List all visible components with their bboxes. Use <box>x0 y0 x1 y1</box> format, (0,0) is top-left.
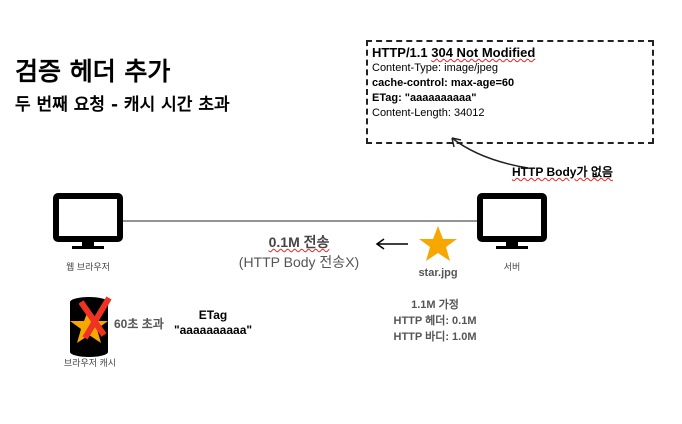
header-line: cache-control: max-age=60 <box>372 77 515 89</box>
header-line: Content-Length: 34012 <box>372 107 485 119</box>
cache-expired-text: 60초 초과 <box>114 317 164 331</box>
no-body-note: HTTP Body가 없음 <box>512 165 613 179</box>
page-subtitle: 두 번째 요청 - 캐시 시간 초과 <box>15 95 230 115</box>
size-info: 1.1M 가정 HTTP 헤더: 0.1M HTTP 바디: 1.0M <box>380 297 490 345</box>
transfer-detail: (HTTP Body 전송X) <box>238 254 360 270</box>
status-prefix: HTTP/1.1 <box>372 45 432 60</box>
http-response-box: HTTP/1.1 304 Not Modified Content-Type: … <box>366 40 654 144</box>
transfer-info: 0.1M 전송 (HTTP Body 전송X) <box>214 232 384 272</box>
client-label: 웹 브라우저 <box>66 262 110 272</box>
page-title: 검증 헤더 추가 <box>15 57 171 86</box>
server-monitor-icon <box>477 193 547 249</box>
etag-value: "aaaaaaaaaa" <box>173 323 253 337</box>
size-line: HTTP 헤더: 0.1M <box>393 315 477 327</box>
transfer-size: 0.1M 전송 <box>268 234 330 250</box>
size-line: HTTP 바디: 1.0M <box>393 331 477 343</box>
note-arrow <box>451 137 529 169</box>
client-monitor-icon <box>53 193 123 249</box>
expired-x-icon <box>78 296 112 340</box>
file-name: star.jpg <box>418 267 458 279</box>
etag-label: ETag <box>198 308 228 322</box>
arrowhead-icon <box>451 137 462 148</box>
size-line: 1.1M 가정 <box>411 299 459 311</box>
star-icon <box>419 226 457 261</box>
status-code: 304 Not Modified <box>431 45 536 60</box>
cache-database-icon <box>70 296 112 357</box>
cached-etag: ETag "aaaaaaaaaa" <box>165 308 261 338</box>
header-line: ETag: "aaaaaaaaaa" <box>372 92 477 104</box>
header-line: Content-Type: image/jpeg <box>372 62 498 74</box>
cache-label: 브라우저 캐시 <box>63 358 117 368</box>
server-label: 서버 <box>503 262 521 272</box>
left-arrow-icon <box>375 238 408 250</box>
